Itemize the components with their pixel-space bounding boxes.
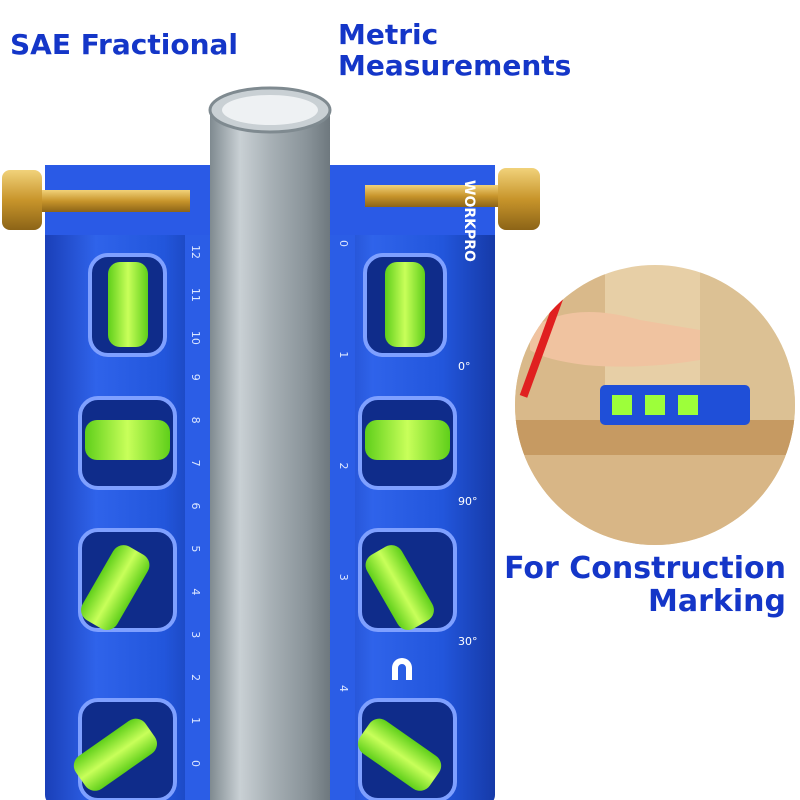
title-construction-line2: Marking: [648, 584, 786, 619]
ruler-right-tick-4: 4: [337, 685, 350, 692]
ruler-left-tick-0: 0: [189, 760, 202, 767]
ruler-left-tick-4: 4: [189, 588, 202, 595]
right-vials: [358, 253, 457, 800]
ruler-right-tick-0: 0: [337, 240, 350, 247]
ruler-left-tick-6: 6: [189, 503, 202, 510]
angle-mark-0: 0°: [458, 360, 471, 373]
construction-photo: [515, 265, 795, 545]
brand-logo: WORKPRO: [461, 180, 477, 262]
angle-marks: 0° 90° 30°: [458, 360, 478, 648]
left-vials: [73, 253, 177, 800]
ruler-left-tick-5: 5: [189, 545, 202, 552]
ruler-left-tick-9: 9: [189, 374, 202, 381]
title-construction-line1: For Construction: [504, 551, 786, 586]
ruler-right-tick-2: 2: [337, 463, 350, 470]
ruler-left-tick-10: 10: [189, 331, 202, 345]
ruler-right-tick-1: 1: [337, 351, 350, 358]
ruler-right: 0 1 2 3 4: [337, 240, 350, 692]
ruler-left-tick-2: 2: [189, 674, 202, 681]
ruler-left-tick-11: 11: [189, 288, 202, 302]
clamp-screw-right: [365, 168, 540, 230]
magnet-icon: [392, 658, 412, 680]
ruler-left-tick-12: 12: [189, 245, 202, 259]
angle-mark-90: 90°: [458, 495, 478, 508]
ruler-right-tick-3: 3: [337, 574, 350, 581]
title-sae: SAE Fractional: [10, 28, 238, 61]
ruler-left-tick-8: 8: [189, 417, 202, 424]
title-sae-text: SAE Fractional: [10, 28, 238, 61]
ruler-left-tick-3: 3: [189, 631, 202, 638]
clamp-screw-left: [2, 170, 190, 230]
title-metric: Metric Measurements: [338, 18, 572, 82]
ruler-left-tick-1: 1: [189, 717, 202, 724]
title-metric-line1: Metric: [338, 18, 439, 51]
steel-pipe: [208, 86, 332, 800]
title-construction: For Construction Marking: [504, 552, 786, 618]
title-metric-line2: Measurements: [338, 48, 572, 82]
angle-mark-30: 30°: [458, 635, 478, 648]
ruler-left-tick-7: 7: [189, 460, 202, 467]
